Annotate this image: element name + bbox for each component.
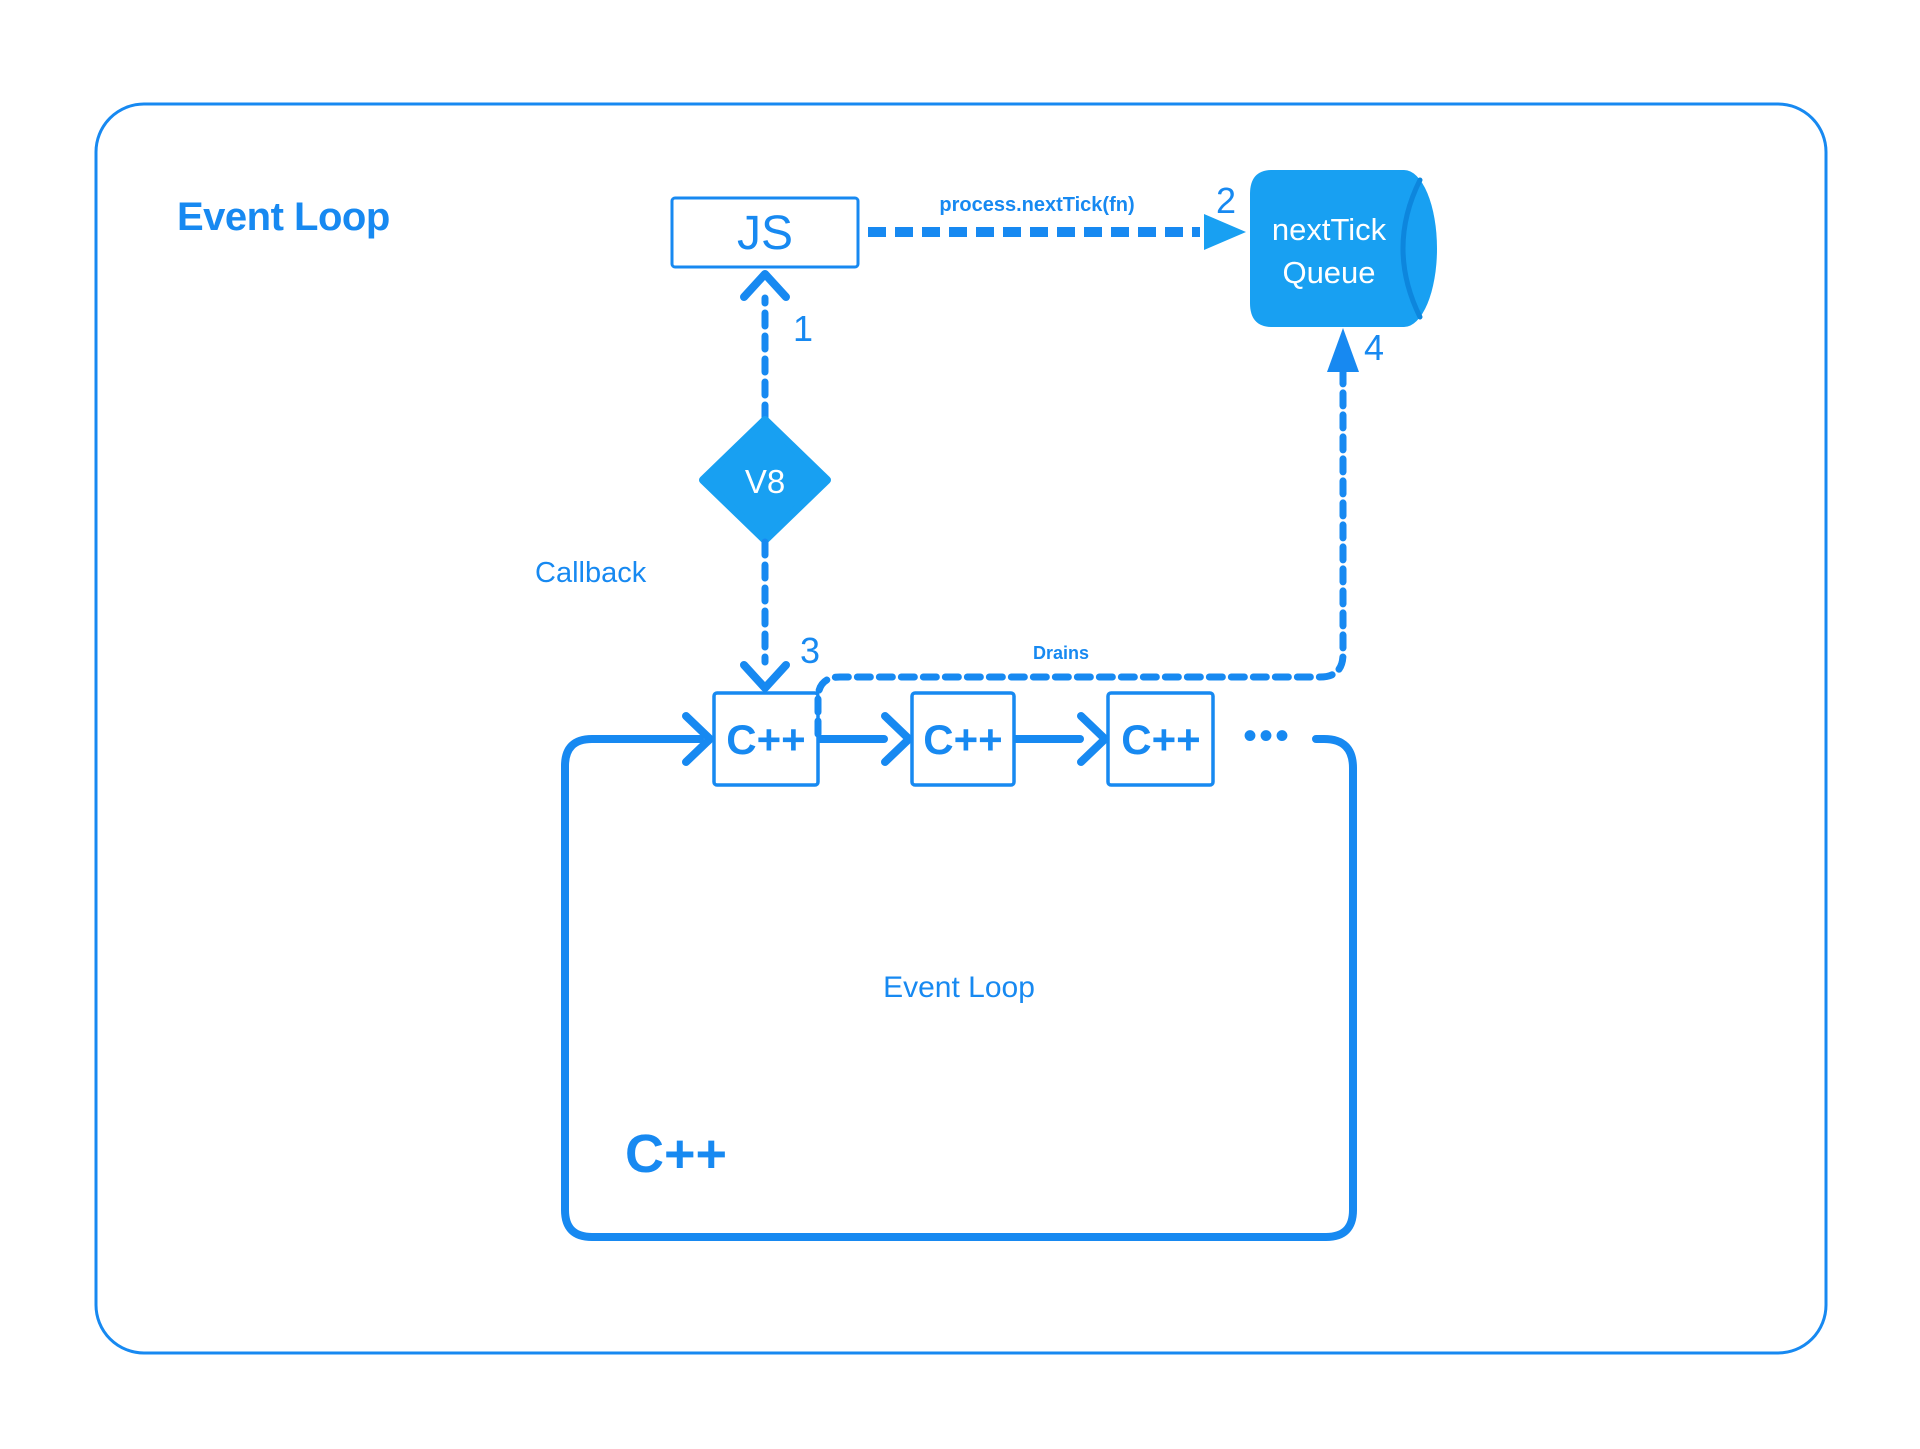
js-box-label: JS — [737, 207, 793, 260]
arrowhead-into-cpp3-icon — [1077, 712, 1109, 766]
cpp-box-row: C++ C++ C++ ••• — [712, 691, 1291, 787]
step-3-label: 3 — [800, 630, 820, 671]
outer-frame — [94, 102, 1828, 1355]
arrowhead-up-into-queue-icon — [1327, 328, 1359, 372]
event-loop-ring-path — [561, 735, 1357, 1241]
js-box — [670, 196, 860, 269]
event-loop-ring: Event Loop C++ — [561, 712, 1357, 1241]
v8-diamond-label: V8 — [745, 463, 785, 500]
callback-up-arrow: 1 — [740, 270, 813, 422]
cpp-box-2 — [910, 691, 1016, 787]
cpp-big-label: C++ — [625, 1124, 727, 1184]
step-4-label: 4 — [1364, 327, 1384, 368]
cpp-box-3 — [1106, 691, 1215, 787]
queue-label-line1: nextTick — [1272, 212, 1387, 247]
v8-node: V8 — [699, 416, 831, 544]
arrowhead-right-icon — [1204, 214, 1246, 250]
dashed-drains-path — [814, 368, 1347, 738]
queue-cylinder-face-edge — [1400, 177, 1423, 320]
arrowhead-up-icon — [740, 270, 790, 301]
ellipsis-dots: ••• — [1243, 714, 1291, 758]
cpp-box-1-label: C++ — [726, 716, 805, 763]
js-node: JS — [670, 196, 860, 269]
callback-label: Callback — [535, 557, 647, 589]
arrowhead-into-cpp1-icon — [682, 712, 714, 766]
event-loop-inner-label: Event Loop — [883, 971, 1035, 1004]
arrowhead-into-cpp2-icon — [881, 712, 913, 766]
arrowhead-down-icon — [740, 661, 790, 692]
process-next-tick-arrow: process.nextTick(fn) 2 — [868, 180, 1246, 250]
drains-arrow: Drains 4 — [814, 327, 1384, 738]
drains-label: Drains — [1033, 643, 1089, 663]
callback-down-arrow: 3 — [740, 538, 820, 692]
cpp-box-3-label: C++ — [1121, 716, 1200, 763]
queue-cylinder-body — [1250, 170, 1437, 327]
cpp-box-2-label: C++ — [923, 716, 1002, 763]
queue-label-line2: Queue — [1282, 255, 1375, 290]
process-next-tick-label: process.nextTick(fn) — [939, 194, 1134, 216]
cpp-box-1 — [712, 691, 820, 787]
step-1-label: 1 — [793, 308, 813, 349]
step-2-label: 2 — [1216, 180, 1236, 221]
next-tick-queue-node: nextTick Queue — [1250, 170, 1437, 327]
diagram-title: Event Loop — [177, 195, 390, 239]
